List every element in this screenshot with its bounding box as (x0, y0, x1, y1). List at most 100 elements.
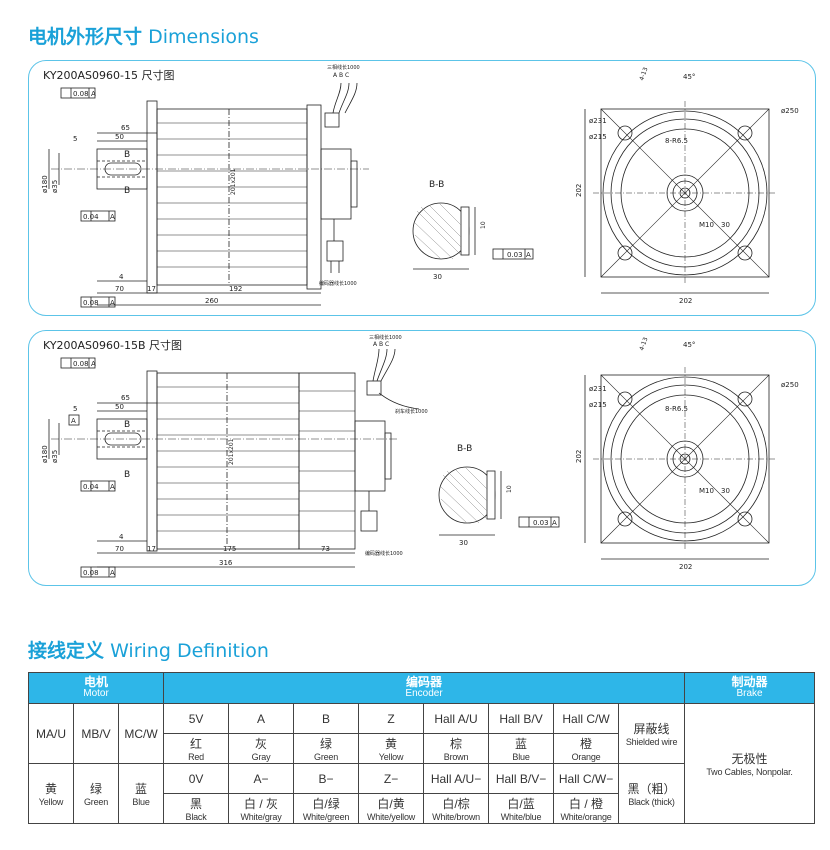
enc-color-4-zh: 黄 (385, 737, 398, 751)
p1-tol-top: 0.08 (73, 90, 89, 98)
motor-pin-u: MA/U (28, 703, 74, 764)
p2-cable-abc: A B C (373, 341, 389, 348)
p2-dim-65: 65 (121, 394, 130, 402)
p1-thread-depth: 30 (721, 221, 730, 229)
enc-color-3-zh: 绿 (320, 737, 333, 751)
enc-color2-4-zh: 白/黄 (377, 797, 405, 811)
enc-color2-4-en: White/yellow (366, 812, 416, 822)
enc-color2-1-en: Black (185, 812, 207, 822)
p2-dim-175: 175 (223, 545, 236, 553)
shield-en: Shielded wire (625, 737, 678, 747)
p2-dia-180: ø180 (41, 445, 49, 463)
p1-dim-4: 4 (119, 273, 124, 281)
p2-thread: M10 (699, 487, 714, 495)
motor-color-v-zh: 绿 (89, 782, 102, 796)
p2-width-202: 202 (679, 563, 692, 571)
panel-1-drawing: 0.08 A 65 50 5 4 70 17 192 260 0.04 A 0.… (41, 64, 799, 308)
enc-color-2-en: Gray (251, 752, 271, 762)
p1-dim-201: 201x201 (230, 168, 237, 195)
p2-radius: 8-R6.5 (665, 405, 688, 413)
wiring-table: 电机 Motor 编码器 Encoder 制动器 Brake MA/U MB/V… (27, 672, 816, 824)
enc-pin-5v: 5V (163, 703, 230, 734)
p1-dim-192: 192 (229, 285, 242, 293)
p1-dim-70: 70 (115, 285, 124, 293)
p2-key-tol-ref: A (552, 519, 557, 527)
enc-color-7-en: Orange (571, 752, 601, 762)
p1-key-depth: 10 (480, 221, 487, 229)
p2-dia-215: ø215 (589, 401, 607, 409)
enc-color-3-en: Green (314, 752, 339, 762)
p1-width-202: 202 (679, 297, 692, 305)
p1-key-tol: 0.03 (507, 251, 523, 259)
p1-radius: 8-R6.5 (665, 137, 688, 145)
motor-color-w-en: Blue (132, 797, 150, 807)
p1-dim-5: 5 (73, 135, 77, 143)
enc-color-5-zh: 棕 (450, 737, 463, 751)
motor-color-u-zh: 黄 (44, 782, 57, 796)
enc-pin-a-neg: A− (228, 763, 295, 794)
shield-color-zh: 黑（粗） (627, 782, 676, 796)
brake-cell: 无极性 Two Cables, Nonpolar. (684, 703, 816, 824)
p2-thread-depth: 30 (721, 487, 730, 495)
brake-en: Two Cables, Nonpolar. (706, 767, 793, 777)
shield-color-en: Black (thick) (628, 797, 675, 807)
motor-color-u-en: Yellow (38, 797, 64, 807)
p1-dia-180: ø180 (41, 175, 49, 193)
shield-cell: 屏蔽线 Shielded wire (618, 703, 686, 764)
motor-header-zh: 电机 (84, 675, 109, 689)
p2-dim-5: 5 (73, 405, 77, 413)
wiring-row-1: MA/U MB/V MC/W 5V A B Z Hall A/U Hall B/… (28, 703, 816, 824)
p1-hole-count: 4-13 (638, 66, 649, 81)
p2-cable-top: 三相线长1000 (369, 334, 402, 341)
enc-pin-z: Z (358, 703, 425, 734)
enc-pin-0v: 0V (163, 763, 230, 794)
enc-color2-7-en: White/orange (560, 812, 612, 822)
motor-color-w-zh: 蓝 (135, 782, 148, 796)
motor-color-v-en: Green (83, 797, 108, 807)
motor-header-en: Motor (83, 688, 109, 699)
p1-dia-215: ø215 (589, 133, 607, 141)
dimensions-title-zh: 电机外形尺寸 (28, 26, 143, 48)
enc-pin-a: A (228, 703, 295, 734)
encoder-header: 编码器 Encoder (163, 672, 686, 704)
p2-dim-50: 50 (115, 403, 124, 411)
p1-cable-enc: 编码器线长1000 (319, 280, 357, 287)
p1-key-tol-ref: A (526, 251, 531, 259)
p2-tol-mid-ref: A (110, 483, 115, 491)
dimension-panel-2: KY200AS0960-15B 尺寸图 (28, 330, 816, 586)
enc-color2-3-zh: 白/绿 (312, 797, 340, 811)
dimension-panel-1: KY200AS0960-15 尺寸图 (28, 60, 816, 316)
enc-color2-6-en: White/blue (500, 812, 542, 822)
p1-tol-bot-ref: A (110, 299, 115, 307)
p2-dia-250: ø250 (781, 381, 799, 389)
p1-dia-231: ø231 (589, 117, 607, 125)
enc-color2-1-zh: 黑 (190, 797, 203, 811)
enc-color-2-zh: 灰 (255, 737, 268, 751)
p2-tol-mid: 0.04 (83, 483, 99, 491)
enc-pin-b: B (293, 703, 360, 734)
enc-pin-hall-w: Hall C/W (553, 703, 620, 734)
panel-1-title: KY200AS0960-15 尺寸图 (43, 69, 175, 82)
p1-section-label: B-B (429, 180, 444, 190)
brake-header-zh: 制动器 (731, 675, 768, 689)
p1-key-width: 30 (433, 273, 442, 281)
p1-tol-top-ref: A (91, 90, 96, 98)
p2-tol-top: 0.08 (73, 360, 89, 368)
enc-pin-hall-v-neg: Hall B/V− (488, 763, 555, 794)
p1-tol-bot: 0.08 (83, 299, 99, 307)
p1-dia-250: ø250 (781, 107, 799, 115)
p2-section-mark-bot: B (124, 470, 130, 480)
enc-color-5-en: Brown (443, 752, 469, 762)
enc-color-6-en: Blue (512, 752, 530, 762)
